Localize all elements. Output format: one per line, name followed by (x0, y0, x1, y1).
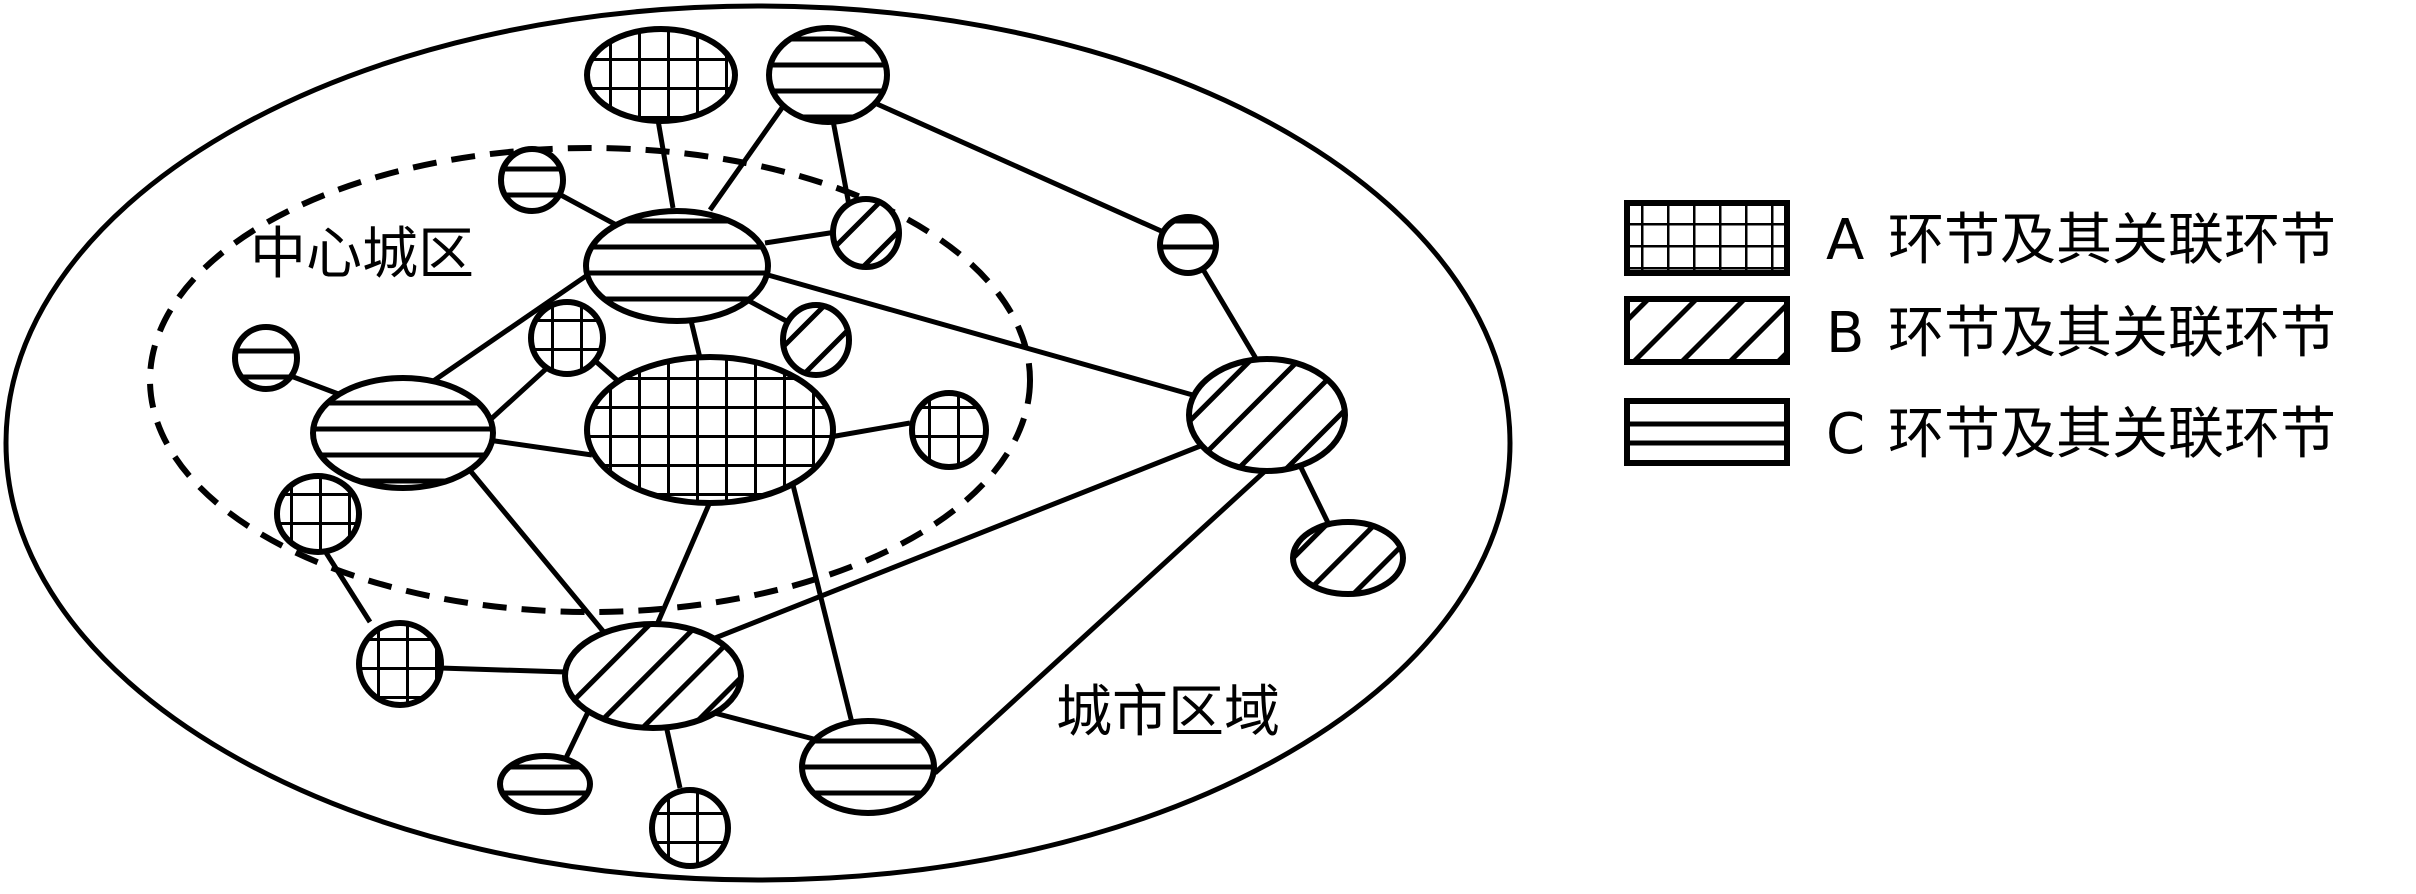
node-b-small-3[interactable] (1290, 519, 1406, 597)
legend-swatch-horizontal (1624, 398, 1790, 466)
legend-text-b: 环节及其关联环节 (1888, 301, 2336, 366)
node-b-bottom-large[interactable] (562, 621, 744, 731)
node-a-center-large[interactable] (584, 354, 836, 506)
node-b-small-2[interactable] (780, 302, 852, 378)
city-area-label: 城市区域 (1056, 680, 1280, 745)
node-c-bottom-right[interactable] (799, 718, 937, 816)
node-b-small-1[interactable] (830, 196, 902, 270)
node-c-small-right[interactable] (1157, 214, 1219, 276)
node-c-small-left[interactable] (232, 324, 300, 392)
legend-item-b: B 环节及其关联环节 (1624, 296, 2336, 366)
legend-letter-c: C (1826, 402, 1865, 467)
nodes-b (562, 196, 1406, 731)
node-c-center-upper[interactable] (583, 208, 771, 324)
center-area-label: 中心城区 (250, 222, 474, 287)
node-a-small-1[interactable] (528, 299, 606, 377)
nodes-c (232, 25, 1219, 816)
node-c-top-right[interactable] (766, 25, 890, 125)
legend-swatch-grid (1624, 200, 1790, 276)
node-a-small-3[interactable] (274, 473, 362, 555)
legend-swatch-diagonal (1624, 296, 1790, 365)
node-a-small-5[interactable] (649, 787, 731, 869)
city-region-ellipse (3, 3, 1513, 883)
legend-item-a: A 环节及其关联环节 (1624, 200, 2336, 276)
node-a-top[interactable] (584, 26, 738, 124)
legend: A 环节及其关联环节 B 环节及其关联环节 C 环节及其关联环节 (1624, 200, 2336, 467)
legend-letter-a: A (1826, 208, 1864, 273)
legend-item-c: C 环节及其关联环节 (1624, 398, 2336, 467)
legend-text-c: 环节及其关联环节 (1888, 402, 2336, 467)
node-a-small-2[interactable] (909, 390, 989, 470)
node-c-small-top[interactable] (498, 146, 566, 214)
legend-letter-b: B (1826, 301, 1864, 366)
node-b-right-large[interactable] (1186, 356, 1348, 474)
node-a-small-4[interactable] (356, 620, 444, 708)
node-c-bottom-small[interactable] (497, 753, 593, 815)
legend-text-a: 环节及其关联环节 (1888, 208, 2336, 273)
center-area-ellipse (147, 145, 1033, 615)
nodes-a (274, 26, 989, 869)
node-c-left-large[interactable] (310, 375, 496, 491)
